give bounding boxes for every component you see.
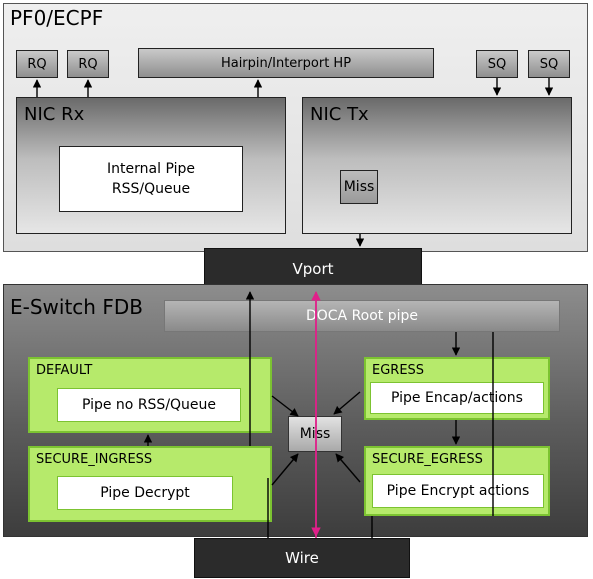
nic-tx-miss-box: Miss <box>340 170 378 204</box>
internal-pipe-box: Internal Pipe RSS/Queue <box>59 146 243 212</box>
pipe-no-rss-box: Pipe no RSS/Queue <box>57 388 241 422</box>
nic-rx-title: NIC Rx <box>24 104 85 125</box>
secure-ingress-label: SECURE_INGRESS <box>36 452 153 467</box>
eswitch-fdb-title: E-Switch FDB <box>10 295 143 319</box>
internal-pipe-line1: Internal Pipe <box>107 161 195 177</box>
pipe-encrypt-actions-box: Pipe Encrypt actions <box>372 474 544 508</box>
rq-box-2: RQ <box>67 50 109 78</box>
pipe-encap-actions-box: Pipe Encap/actions <box>370 382 544 414</box>
nic-tx-title: NIC Tx <box>310 104 369 125</box>
sq-box-2: SQ <box>528 50 570 78</box>
sq-box-1: SQ <box>476 50 518 78</box>
rq-box-1: RQ <box>16 50 58 78</box>
pf0-ecpf-title: PF0/ECPF <box>10 6 104 30</box>
default-label: DEFAULT <box>36 363 93 378</box>
internal-pipe-line2: RSS/Queue <box>111 181 191 197</box>
egress-label: EGRESS <box>372 363 425 378</box>
eswitch-miss-box: Miss <box>288 416 342 452</box>
hairpin-interport-box: Hairpin/Interport HP <box>138 48 434 78</box>
nic-tx-box <box>302 97 572 234</box>
doca-root-pipe-box: DOCA Root pipe <box>164 300 560 332</box>
wire-box: Wire <box>194 538 410 578</box>
vport-box: Vport <box>204 248 422 290</box>
pipe-decrypt-box: Pipe Decrypt <box>57 476 233 510</box>
secure-egress-label: SECURE_EGRESS <box>372 452 483 467</box>
